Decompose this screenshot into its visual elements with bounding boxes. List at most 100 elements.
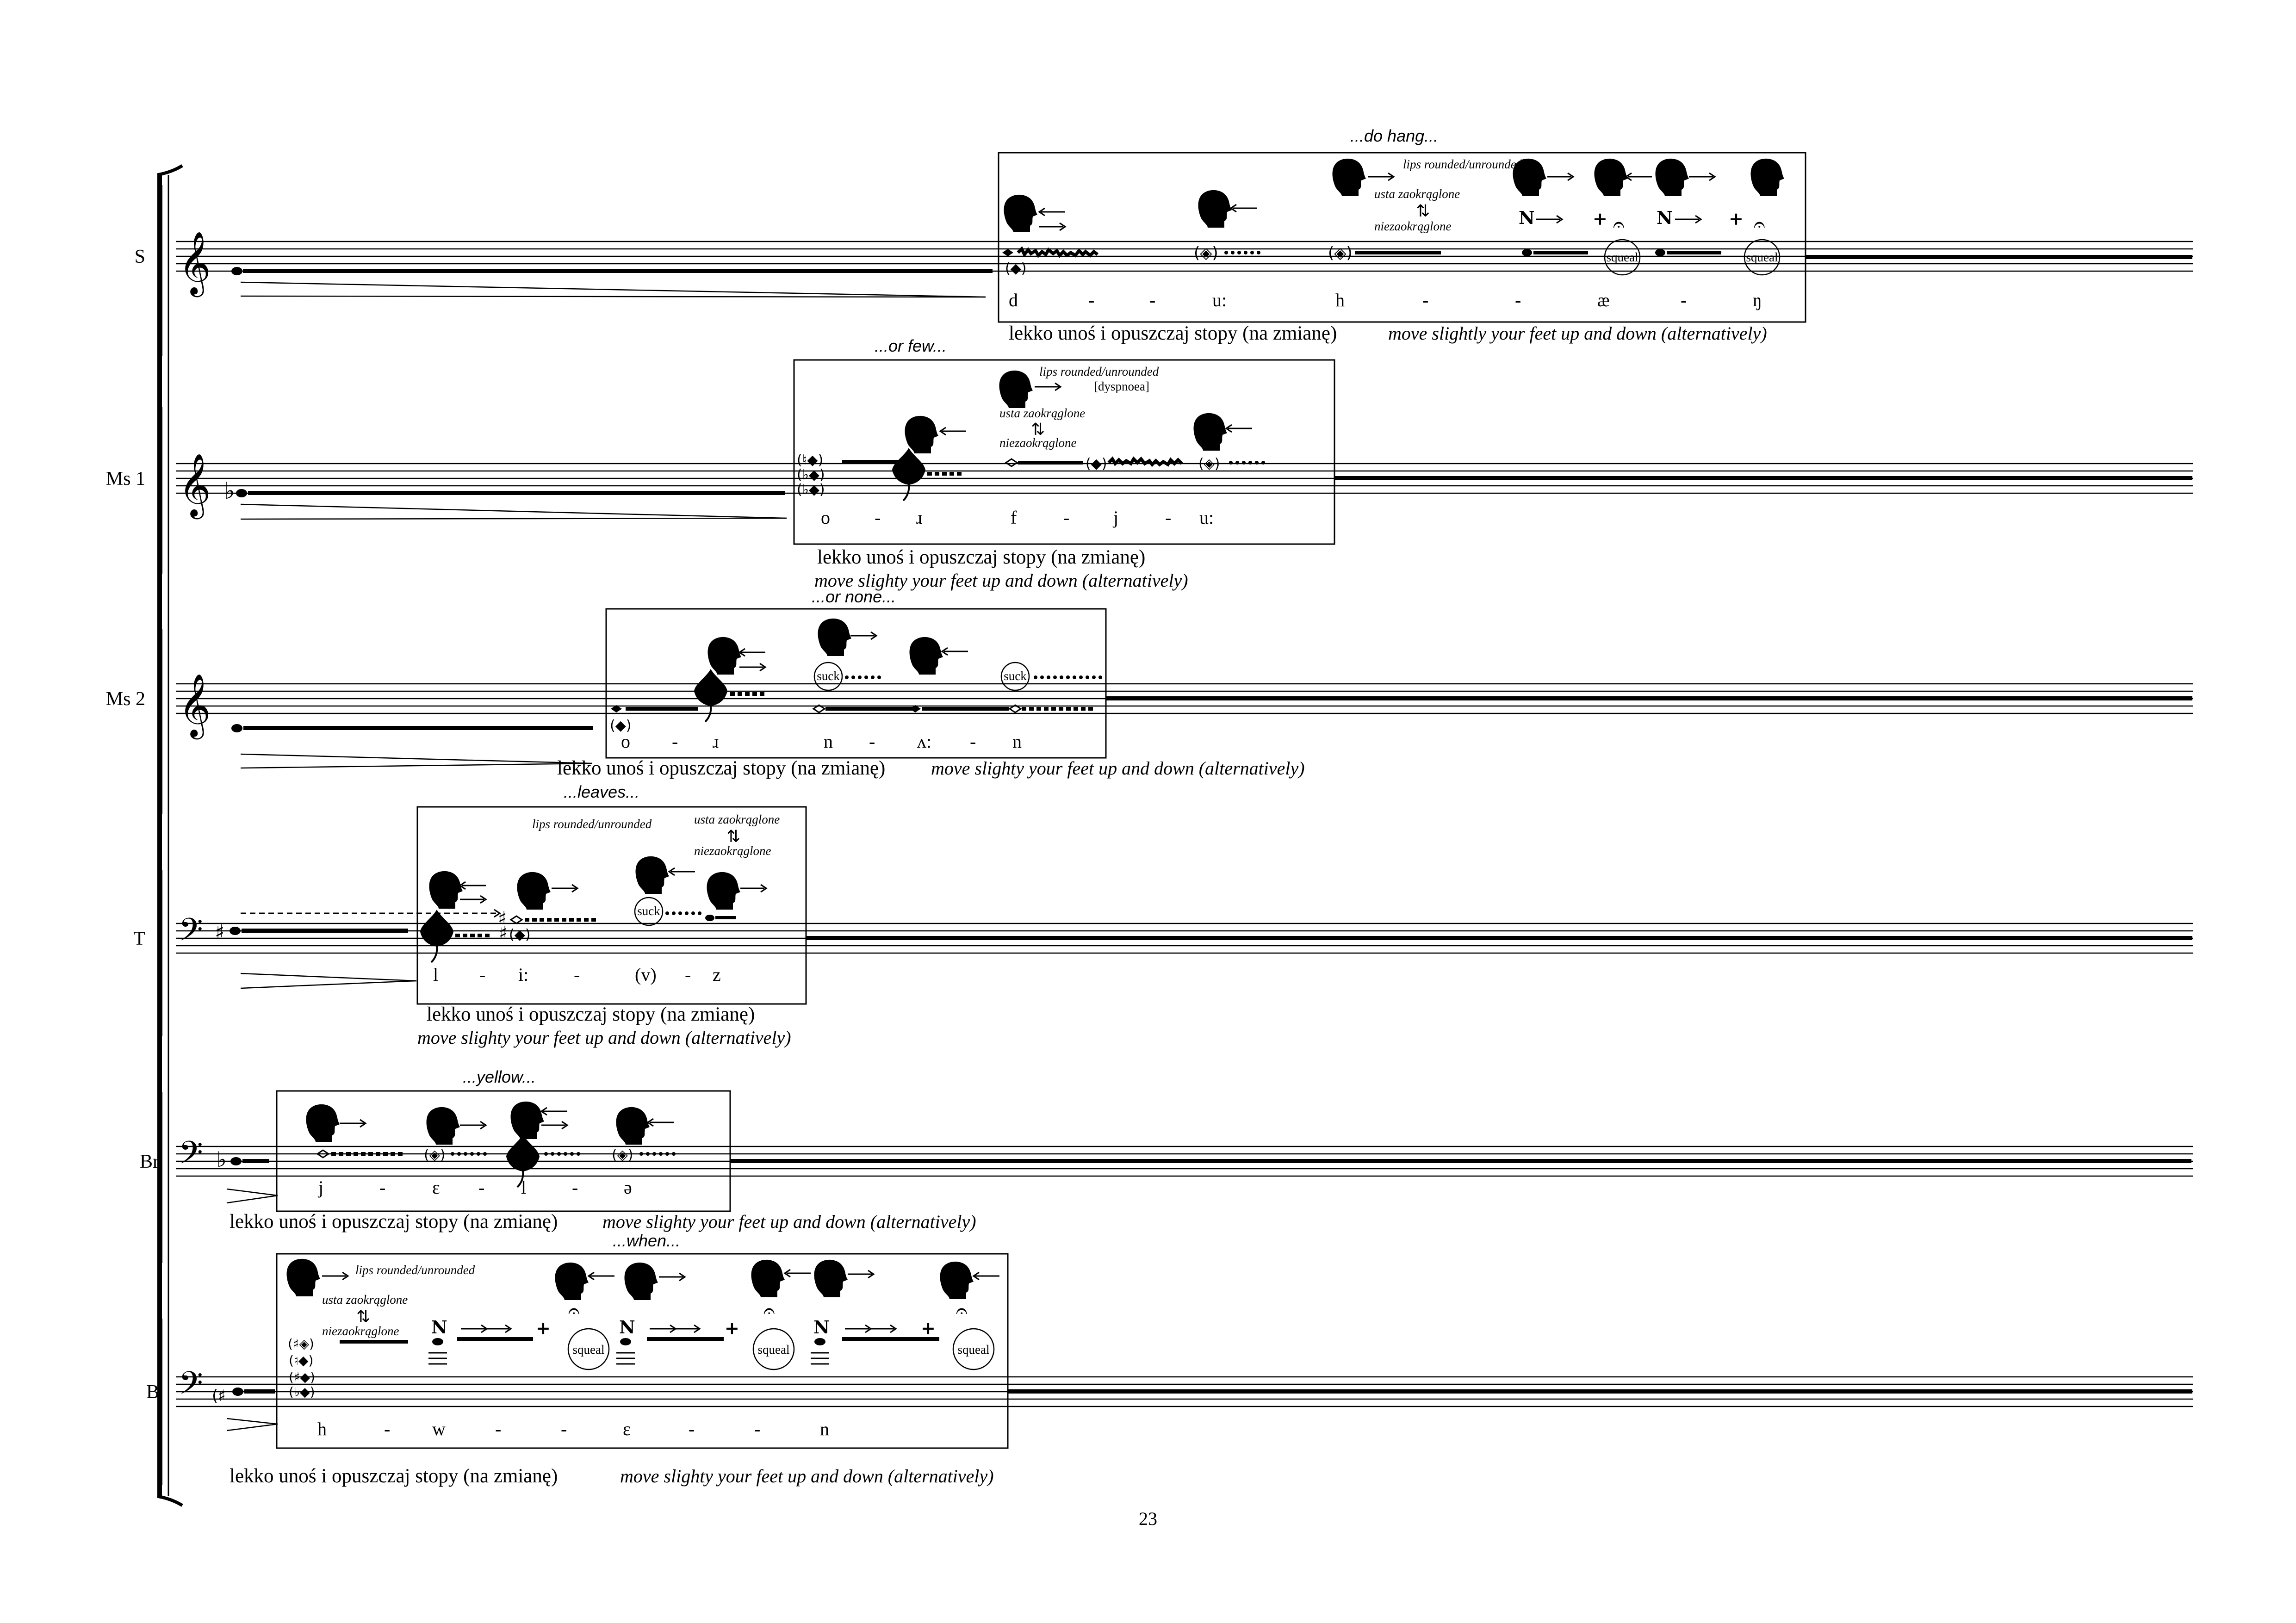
instruction-pl: lekko unoś i opuszczaj stopy (na zmianę) <box>557 757 885 779</box>
updown-arrows-icon: ⇅ <box>356 1307 370 1326</box>
crescendo-hairpin <box>240 503 787 520</box>
svg-text:(◆): (◆) <box>1086 456 1107 472</box>
note-head <box>232 1388 243 1396</box>
svg-text:-: - <box>672 731 678 752</box>
noise-texture: (♮◆) (♭◆) (♭◆) (◆) (◈) <box>797 447 1265 502</box>
head-icon <box>286 1258 320 1296</box>
head-icon <box>814 1259 848 1297</box>
head-icon <box>517 872 551 910</box>
plus-mark: + <box>725 1318 739 1338</box>
suck-circle <box>1000 662 1030 691</box>
svg-text:-: - <box>869 731 875 752</box>
arrow-right-icon <box>649 1324 676 1333</box>
note-head <box>230 927 241 935</box>
head-icon <box>306 1104 340 1142</box>
svg-text:l: l <box>433 964 438 985</box>
arrow-right-icon <box>1546 172 1574 181</box>
svg-text:-: - <box>970 731 976 752</box>
svg-text:-: - <box>1149 290 1155 310</box>
svg-text:(♮◆): (♮◆) <box>289 1353 313 1368</box>
noise-texture: (♯◈) (♮◆) (♯◆) (♭◆) <box>288 1336 939 1400</box>
flat-icon: ♭ <box>224 477 235 504</box>
box-mezzo-2 <box>605 608 1107 759</box>
svg-text:(◈): (◈) <box>1198 456 1220 472</box>
plus-mark: + <box>921 1318 936 1338</box>
voice-name-t: T <box>133 928 145 949</box>
arrow-left-icon <box>647 1118 675 1127</box>
svg-text:i:: i: <box>518 964 528 985</box>
word-tenor: ...leaves... <box>564 782 639 801</box>
sustain-line <box>806 936 2192 940</box>
head-icon <box>616 1107 650 1145</box>
arrow-right-icon <box>847 1270 875 1279</box>
head-icon <box>707 637 741 675</box>
mouth-label-en: lips rounded/unrounded <box>532 817 652 831</box>
word-bass: ...when... <box>613 1231 680 1250</box>
plus-mark: + <box>1729 208 1744 229</box>
svg-text:-: - <box>574 964 580 985</box>
box-mezzo-1 <box>793 359 1335 545</box>
noise-texture: (◈) (◈) (◆) <box>1002 244 1721 277</box>
staff-tenor: T 𝄢 ♯ ...leaves... lips rounded/unrounde… <box>133 782 2193 1048</box>
arrow-right-icon <box>459 1121 487 1130</box>
svg-text:j: j <box>317 1177 323 1198</box>
instruction-pl: lekko unoś i opuszczaj stopy (na zmianę) <box>817 546 1145 568</box>
treble-clef: 𝄞 <box>179 673 211 739</box>
svg-text:ŋ: ŋ <box>1753 290 1762 310</box>
head-icon <box>909 637 943 675</box>
svg-text:(◈): (◈) <box>1328 244 1353 262</box>
svg-text:ə: ə <box>624 1177 632 1198</box>
svg-text:n: n <box>820 1419 829 1439</box>
box-bass <box>276 1253 1009 1449</box>
staff-mezzo-2: Ms 2 𝄞 ...or none... suck suck (◆) <box>106 587 2193 779</box>
n-mark: N <box>431 1317 447 1338</box>
head-icon <box>940 1261 974 1299</box>
svg-text:ɛ: ɛ <box>623 1419 631 1439</box>
mouth-label-pl-bottom: niezaokrąglone <box>322 1324 399 1338</box>
mouth-label-en: lips rounded/unrounded <box>1403 157 1523 171</box>
note-head <box>230 1157 242 1165</box>
flat-icon: ♭ <box>217 1147 227 1172</box>
svg-text:-: - <box>685 964 691 985</box>
arrow-right-icon <box>673 1324 701 1333</box>
svg-text:(◈): (◈) <box>612 1147 633 1163</box>
suck-label: suck <box>817 669 840 683</box>
arrow-left-icon <box>941 647 969 656</box>
arrow-right-icon <box>459 895 487 904</box>
instruction-en: move slighty your feet up and down (alte… <box>814 570 1188 591</box>
mouth-label-pl-bottom: niezaokrąglone <box>1374 219 1451 233</box>
arrow-right-icon <box>869 1324 897 1333</box>
note-head <box>236 489 247 497</box>
arrow-left-icon <box>588 1271 615 1281</box>
sustain-line <box>248 491 785 495</box>
n-mark: N <box>1519 207 1535 228</box>
staff-baritone: Br 𝄢 ♭ ...yellow... (◈) (◈) <box>140 1067 2193 1233</box>
plus-mark: + <box>1593 208 1607 229</box>
suck-circle <box>813 662 843 691</box>
head-icon <box>905 415 938 453</box>
svg-text:u:: u: <box>1199 507 1214 528</box>
head-icon <box>1332 158 1366 196</box>
crescendo-hairpin <box>240 281 986 298</box>
head-icon <box>707 872 740 910</box>
lyrics-baritone: j - ɛ - l - ə <box>317 1177 632 1198</box>
word-mezzo-2: ...or none... <box>812 587 896 606</box>
bass-clef: 𝄢 <box>179 1135 203 1179</box>
arrow-right-icon <box>1688 172 1716 181</box>
arrow-left-icon <box>973 1271 1000 1281</box>
mouth-label-en: lips rounded/unrounded <box>1039 365 1159 378</box>
mouth-label-pl-bottom: niezaokrąglone <box>999 436 1076 450</box>
head-icon <box>1513 158 1546 196</box>
arrow-left-icon <box>738 648 766 657</box>
mouth-label-pl-top: usta zaokrąglone <box>694 812 780 826</box>
svg-text:(◆): (◆) <box>509 927 530 943</box>
suck-circle <box>634 897 664 926</box>
squeal-circle <box>752 1328 795 1370</box>
instruction-pl: lekko unoś i opuszczaj stopy (na zmianę) <box>1009 322 1337 344</box>
head-icon <box>818 618 851 656</box>
n-mark: N <box>1657 207 1673 228</box>
head-icon <box>635 856 669 894</box>
crescendo-hairpin <box>226 1188 278 1204</box>
bass-clef: 𝄢 <box>179 912 203 956</box>
